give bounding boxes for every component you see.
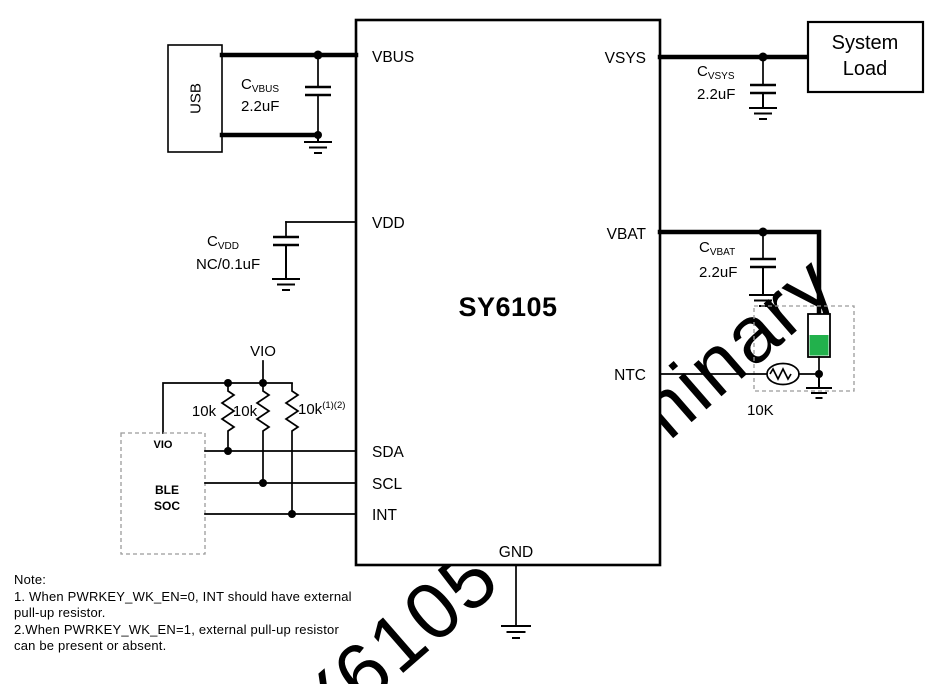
- pin-label-vbus: VBUS: [372, 49, 414, 66]
- ble-soc-label-line1: BLE: [155, 483, 179, 497]
- resistor-scl-pullup: [255, 383, 271, 483]
- note-block: Note: 1. When PWRKEY_WK_EN=0, INT should…: [14, 572, 424, 655]
- ble-soc-box: [120, 432, 206, 555]
- note-line: 1. When PWRKEY_WK_EN=0, INT should have …: [14, 588, 352, 604]
- system-load-box: [806, 20, 925, 94]
- capacitor-cvbus-value: 2.2uF: [241, 98, 279, 115]
- capacitor-cvbus: [305, 85, 331, 97]
- note-line: 2.When PWRKEY_WK_EN=1, external pull-up …: [14, 621, 339, 637]
- resistor-sda-pullup: [220, 383, 236, 451]
- resistor-int-pullup: [284, 383, 300, 514]
- usb-connector-box: [167, 44, 223, 153]
- battery-pack-box: [753, 305, 855, 392]
- system-load-label-line1: System: [832, 32, 899, 54]
- ic-body: [354, 18, 662, 567]
- pin-label-ntc: NTC: [614, 367, 646, 384]
- system-load-label-line2: Load: [843, 58, 888, 80]
- ground-symbol: [749, 267, 777, 307]
- capacitor-cvsys-ref: CVSYS: [697, 63, 735, 82]
- thermistor-value: 10K: [747, 402, 774, 419]
- ble-soc-vio-pin-label: VIO: [154, 439, 173, 451]
- ground-symbol: [272, 245, 300, 291]
- capacitor-cvdd: [273, 235, 299, 247]
- capacitor-cvbat-ref: CVBAT: [699, 239, 735, 258]
- note-line: can be present or absent.: [14, 638, 167, 653]
- pin-label-vdd: VDD: [372, 215, 405, 232]
- wire-vbat: [657, 229, 822, 317]
- battery-cell-fill: [809, 335, 829, 356]
- pin-label-vbat: VBAT: [607, 226, 647, 243]
- note-title: Note:: [14, 572, 47, 587]
- capacitor-cvbat-value: 2.2uF: [699, 264, 737, 281]
- pin-label-gnd: GND: [499, 544, 533, 561]
- ic-part-number: SY6105: [458, 292, 557, 322]
- usb-label: USB: [188, 83, 205, 114]
- thermistor-zigzag: [769, 367, 792, 381]
- pin-label-scl: SCL: [372, 476, 403, 493]
- capacitor-cvsys: [750, 83, 776, 95]
- resistor-sda-value: 10k: [192, 403, 217, 420]
- wire-vio-rail: [162, 382, 293, 434]
- ground-symbol: [749, 93, 777, 120]
- junction-dot: [288, 510, 296, 518]
- capacitor-cvsys-value: 2.2uF: [697, 86, 735, 103]
- capacitor-cvbus-ref: CVBUS: [241, 76, 279, 95]
- capacitor-cvdd-ref: CVDD: [207, 233, 239, 252]
- resistor-scl-value: 10k: [233, 403, 258, 420]
- ground-symbol: [806, 374, 832, 399]
- ble-soc-label-line2: SOC: [154, 499, 180, 513]
- ground-symbol: [501, 625, 531, 639]
- resistor-int-value: 10k(1)(2): [298, 400, 345, 418]
- junction-dot: [259, 479, 267, 487]
- pin-label-vsys: VSYS: [605, 50, 646, 67]
- note-line: pull-up resistor.: [14, 605, 106, 620]
- vio-net-label: VIO: [250, 343, 276, 360]
- pin-label-sda: SDA: [372, 444, 405, 461]
- thermistor-icon: [766, 362, 800, 386]
- ground-symbol: [304, 135, 332, 154]
- junction-dot: [224, 447, 232, 455]
- capacitor-cvdd-value: NC/0.1uF: [196, 256, 260, 273]
- pin-label-int: INT: [372, 507, 398, 524]
